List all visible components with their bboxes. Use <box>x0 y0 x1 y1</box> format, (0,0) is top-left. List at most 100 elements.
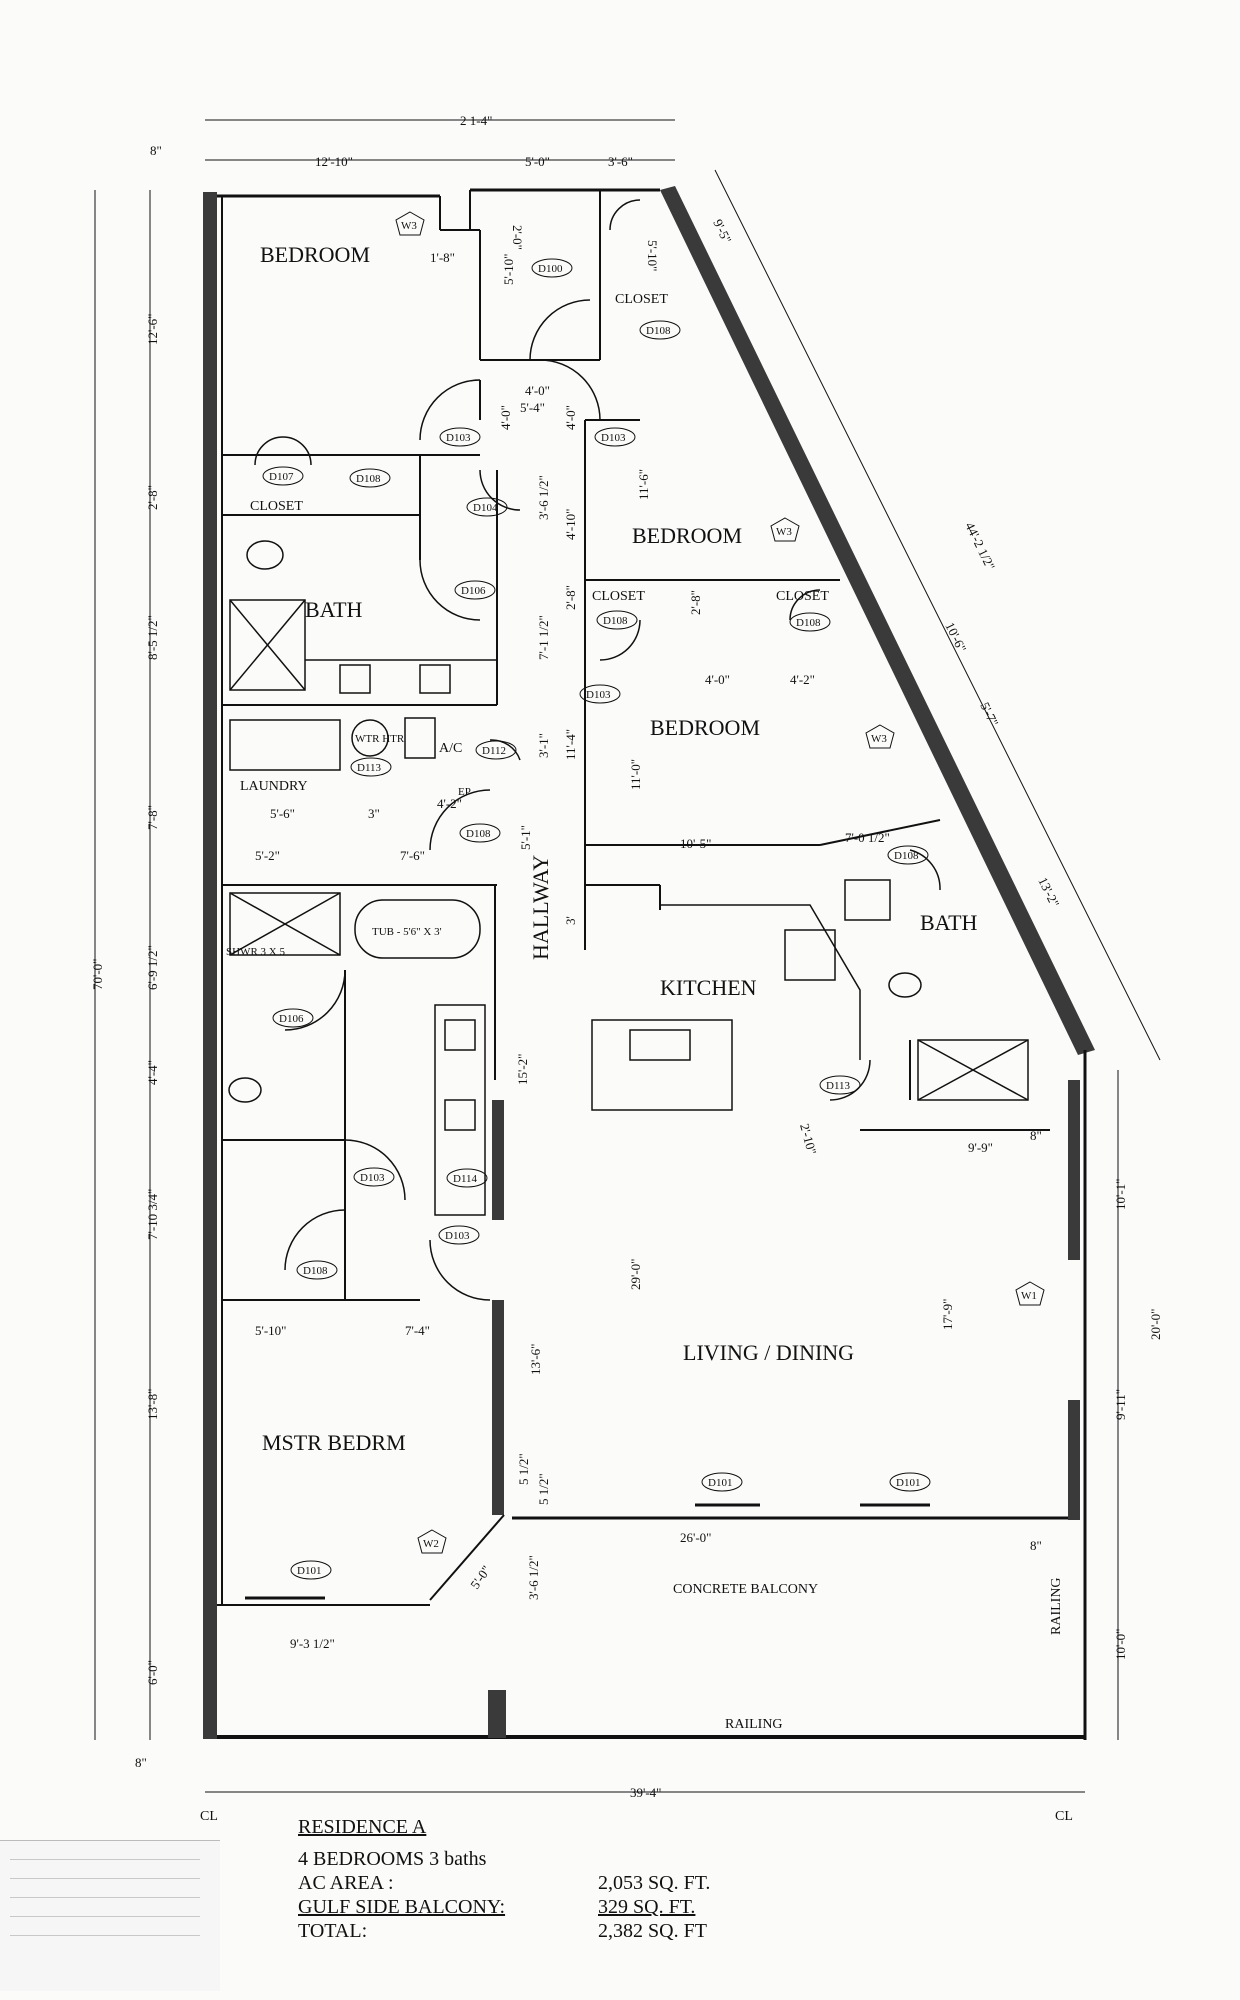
window-tag: W3 <box>770 517 800 542</box>
total-label: TOTAL: <box>298 1920 368 1942</box>
dimension-label: 3' <box>563 916 578 925</box>
window-tag: W2 <box>417 1529 447 1554</box>
sink-master-b <box>444 1099 476 1131</box>
total-value: 2,382 SQ. FT <box>598 1920 707 1942</box>
door-tag-label: D107 <box>269 471 294 483</box>
door-swing <box>909 849 941 891</box>
shower-diagonal <box>229 599 306 691</box>
dimension-lines <box>94 119 1161 1793</box>
dimension-label: 5'-7" <box>977 700 1001 729</box>
room-label: BEDROOM <box>260 242 370 267</box>
dimension-label: 5'-10" <box>645 240 660 271</box>
door-tag-label: D114 <box>453 1173 478 1185</box>
dimension-label: 5 1/2" <box>516 1453 531 1485</box>
dimension-label: 39'-4" <box>630 1785 661 1800</box>
wall-17 <box>492 1100 504 1220</box>
balcony-post <box>488 1690 506 1738</box>
west-exterior-wall <box>203 192 217 1739</box>
window-tag: W3 <box>395 211 425 236</box>
kitchen-sink <box>629 1029 691 1061</box>
dimension-label: 4'-0" <box>498 405 513 430</box>
door-tag-label: D108 <box>894 850 919 862</box>
east-wall-segment-b <box>1068 1400 1080 1520</box>
door-tag-label: D101 <box>708 1477 732 1489</box>
door-tag-label: D103 <box>586 689 611 701</box>
door-tag-label: D103 <box>360 1172 385 1184</box>
room-label: CLOSET <box>592 589 645 604</box>
dimension-label: 4'-4" <box>145 1060 160 1085</box>
fixture-label: WTR HTR <box>355 733 405 745</box>
door-tag-label: D108 <box>646 325 671 337</box>
door-tag-label: D112 <box>482 745 506 757</box>
bedroom-count: 4 BEDROOMS 3 baths <box>298 1848 487 1870</box>
range <box>784 929 836 981</box>
dimension-label: 6'-0" <box>145 1660 160 1685</box>
dimension-label: 4'-0" <box>525 383 550 398</box>
interior-walls <box>221 190 1050 1605</box>
dimension-label: 2'-8" <box>145 485 160 510</box>
dimension-labels: 2 1-4" 8" 12'-10" 5'-0" 3'-6" 12'-6" 2'-… <box>90 113 1163 1824</box>
shower-east-bath <box>917 1039 1029 1101</box>
door-tag-label: D108 <box>796 617 821 629</box>
door-tag <box>475 740 517 760</box>
room-label: KITCHEN <box>660 975 757 1000</box>
door-tag <box>789 612 831 632</box>
residence-title: RESIDENCE A <box>298 1816 427 1838</box>
diagonal-exterior-wall <box>660 186 1095 1055</box>
door-tag-label: D108 <box>603 615 628 627</box>
room-label: CLOSET <box>615 292 668 307</box>
dimension-label: 2'-0" <box>510 225 525 250</box>
dimension-label: 8" <box>1030 1128 1042 1143</box>
shower-master-bath <box>229 892 341 956</box>
ac-area-label: AC AREA : <box>298 1872 394 1894</box>
dimension-label: 7'-0 1/2" <box>845 830 890 845</box>
toilet-east-bath <box>888 972 922 998</box>
room-label: MSTR BEDRM <box>262 1430 406 1455</box>
dimension-label: CL <box>200 1809 218 1824</box>
door-tag-label: D101 <box>896 1477 920 1489</box>
fixture-label: TUB - 5'6" X 3' <box>372 926 442 938</box>
master-diagonal-wall <box>429 1514 505 1601</box>
dimension-label: 7'-4" <box>405 1323 430 1338</box>
door-swing <box>284 969 346 1031</box>
room-labels: BEDROOM CLOSET BATH LAUNDRY CLOSET BEDRO… <box>240 242 1064 1732</box>
tags: W3 W3 W3 W2 W1 <box>262 211 1045 1580</box>
sink-west-bath-a <box>339 664 371 694</box>
dimension-label: 1'-8" <box>430 250 455 265</box>
door-swing <box>789 589 821 621</box>
door-tag <box>296 1260 338 1280</box>
sink-master-a <box>444 1019 476 1051</box>
door-swing <box>419 559 481 621</box>
door-tag <box>349 468 391 488</box>
dimension-label: 9'-5" <box>710 217 734 246</box>
door-tag <box>454 580 496 600</box>
dimension-label: 9'-11" <box>1113 1389 1128 1420</box>
dimension-label: 4'-10" <box>563 509 578 540</box>
door-tag <box>446 1168 488 1188</box>
dimension-label: 5'-6" <box>270 806 295 821</box>
shower-diagonal <box>229 892 341 956</box>
door-tag <box>596 610 638 630</box>
door-swing <box>282 436 312 466</box>
dimension-label: 3'-6 1/2" <box>526 1555 541 1600</box>
door-tag <box>639 320 681 340</box>
dimension-label: 11'-0" <box>628 759 643 790</box>
exterior-walls <box>203 186 1095 1740</box>
dimension-label: 7'-6" <box>400 848 425 863</box>
room-label: HALLWAY <box>528 855 553 960</box>
fixture-label: SHWR 3 X 5 <box>226 946 285 958</box>
door-swing <box>284 1209 346 1271</box>
dimension-label: 2'-8" <box>563 585 578 610</box>
wall-12 <box>819 819 941 846</box>
dimension-label: 13'-6" <box>528 1344 543 1375</box>
door-tag <box>353 1167 395 1187</box>
dimension-label: 8'-5 1/2" <box>145 615 160 660</box>
room-label: BATH <box>920 910 978 935</box>
balcony-row: GULF SIDE BALCONY: 329 SQ. FT. <box>298 1895 728 1919</box>
dimension-label: 29'-0" <box>628 1259 643 1290</box>
door-tag <box>531 258 573 278</box>
dimension-label: 6'-9 1/2" <box>145 945 160 990</box>
door-tag-label: D101 <box>297 1565 321 1577</box>
